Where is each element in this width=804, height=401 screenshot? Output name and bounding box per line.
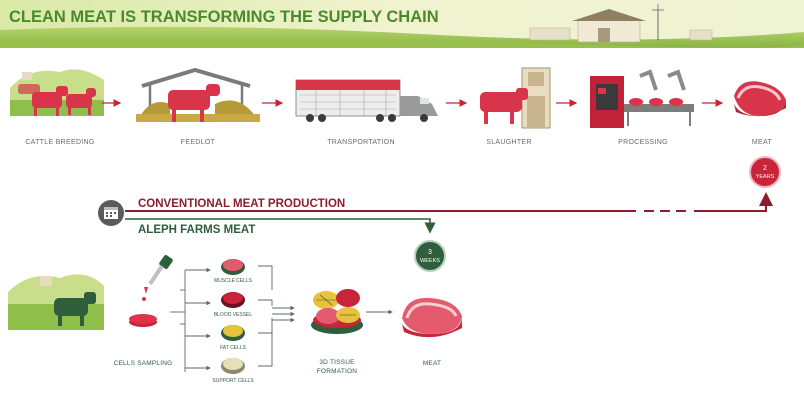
fat-cells-dish — [221, 325, 245, 341]
cells-sampling-label: CELLS SAMPLING — [114, 360, 173, 367]
duration-years-number: 2 — [763, 165, 767, 172]
cattle-breeding-illustration — [10, 69, 104, 116]
duration-badge-weeks: 3 WEEKS — [414, 240, 446, 272]
calendar-icon — [98, 200, 124, 226]
step-label-feedlot: FEEDLOT — [181, 139, 216, 146]
conventional-timeline-end — [694, 192, 773, 212]
step-label-processing: PROCESSING — [618, 139, 668, 146]
aleph-meat-label: MEAT — [423, 360, 441, 367]
split-arrows — [170, 267, 211, 372]
processing-illustration — [590, 69, 694, 128]
cell-type-muscle: MUSCLE CELLS — [214, 278, 253, 284]
cell-sampling-illustration — [129, 255, 173, 327]
step-label-slaughter: SLAUGHTER — [486, 139, 532, 146]
merge-arrows — [258, 265, 295, 367]
cell-type-support: SUPPORT CELLS — [212, 378, 254, 384]
aleph-heading: ALEPH FARMS MEAT — [138, 224, 255, 236]
steak-illustration — [734, 81, 786, 117]
tissue-label-line1: 3D TISSUE — [319, 359, 355, 366]
conventional-row: CATTLE BREEDING FEEDLOT TRANSPORTATION S… — [10, 67, 786, 188]
timeline: CONVENTIONAL MEAT PRODUCTION ALEPH FARMS… — [98, 192, 773, 272]
truck-illustration — [295, 79, 438, 122]
farm-illustration — [529, 4, 713, 43]
support-cells-dish — [221, 358, 245, 374]
step-label-cattle-breeding: CATTLE BREEDING — [25, 139, 94, 146]
cell-type-fat: FAT CELLS — [220, 345, 247, 351]
duration-badge-years: 2 YEARS — [749, 156, 781, 188]
aleph-farm-illustration — [8, 274, 104, 330]
duration-weeks-unit: WEEKS — [420, 258, 440, 264]
feedlot-illustration — [136, 67, 260, 122]
tissue-label-line2: FORMATION — [317, 368, 357, 375]
slaughter-illustration — [480, 67, 551, 129]
page-title: CLEAN MEAT IS TRANSFORMING THE SUPPLY CH… — [9, 8, 439, 26]
step-label-meat: MEAT — [752, 139, 773, 146]
muscle-cells-dish — [221, 259, 245, 275]
tissue-formation-illustration — [311, 289, 363, 334]
aleph-timeline-line — [125, 218, 436, 234]
cell-type-blood-vessel: BLOOD VESSEL — [214, 312, 253, 318]
step-label-transportation: TRANSPORTATION — [327, 139, 395, 146]
blood-vessel-dish — [221, 292, 245, 308]
aleph-steak-illustration — [402, 297, 462, 338]
header-banner: CLEAN MEAT IS TRANSFORMING THE SUPPLY CH… — [0, 0, 804, 54]
aleph-row: MUSCLE CELLS BLOOD VESSEL FAT CELLS SUPP… — [8, 255, 462, 384]
conventional-heading: CONVENTIONAL MEAT PRODUCTION — [138, 198, 345, 210]
duration-weeks-number: 3 — [428, 249, 432, 256]
duration-years-unit: YEARS — [756, 174, 775, 180]
